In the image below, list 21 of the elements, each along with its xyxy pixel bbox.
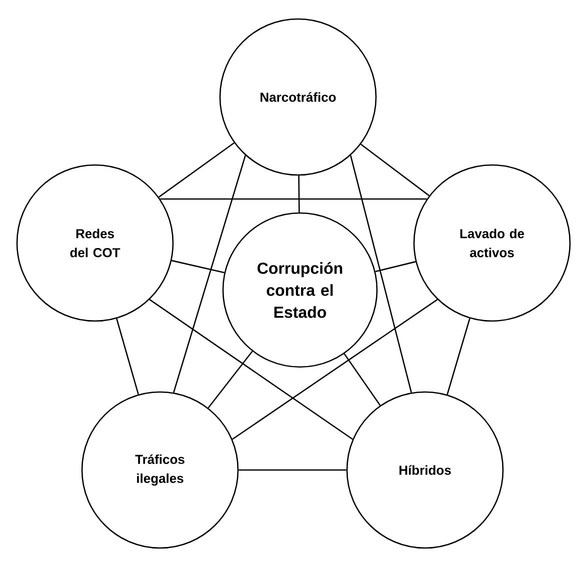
connector-line [149,299,353,440]
connector-line [160,198,427,200]
connector-line [158,142,235,198]
connector-line [446,318,470,395]
circle-node: Lavado de activos [413,164,571,322]
circle-node: Híbridos [346,391,504,549]
connector-line [172,260,224,274]
circle-node: Tráficos ilegales [81,391,239,549]
connector-line [232,299,438,440]
connector-line [116,318,139,395]
connector-line [344,353,381,406]
connector-line [238,469,346,471]
connector-line [350,155,412,393]
connector-line [360,144,430,196]
connector-line [173,155,246,393]
connector-line [208,350,253,408]
connector-line [375,261,416,272]
connector-line [298,176,300,212]
circle-node: Redes del COT [16,164,174,322]
circle-node: Narcotráfico [219,18,377,176]
circle-node: Corrupción contra el Estado [222,212,378,368]
